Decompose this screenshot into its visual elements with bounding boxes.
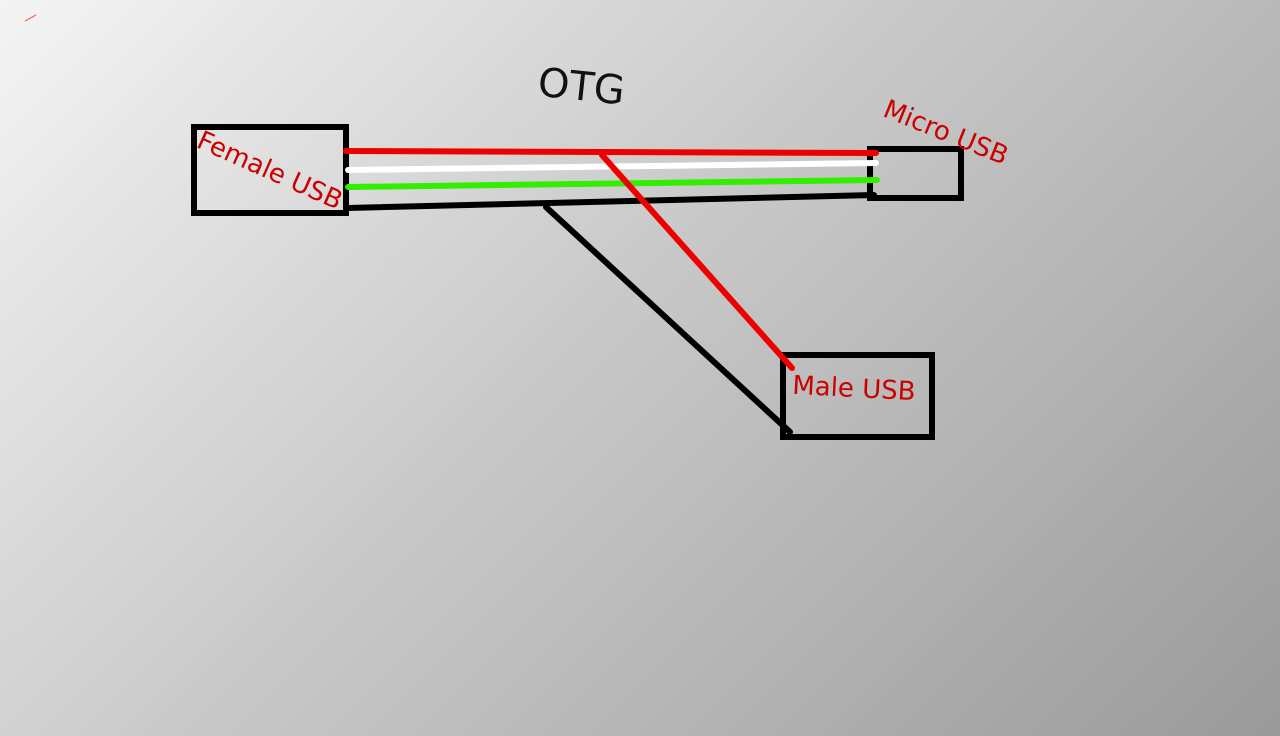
- micro-usb-box: [867, 146, 964, 201]
- red-wire: [343, 148, 879, 156]
- male-usb-box: [780, 352, 935, 440]
- red-branch-wire: [599, 152, 795, 371]
- black-branch-wire: [543, 204, 793, 435]
- female-usb-label: Female USB: [192, 126, 346, 217]
- diagram-title: OTG: [536, 60, 627, 115]
- micro-usb-label: Micro USB: [879, 94, 1012, 171]
- black-wire: [345, 192, 877, 211]
- male-usb-label: Male USB: [792, 371, 917, 407]
- green-wire: [345, 177, 880, 190]
- stray-mark: [24, 14, 37, 22]
